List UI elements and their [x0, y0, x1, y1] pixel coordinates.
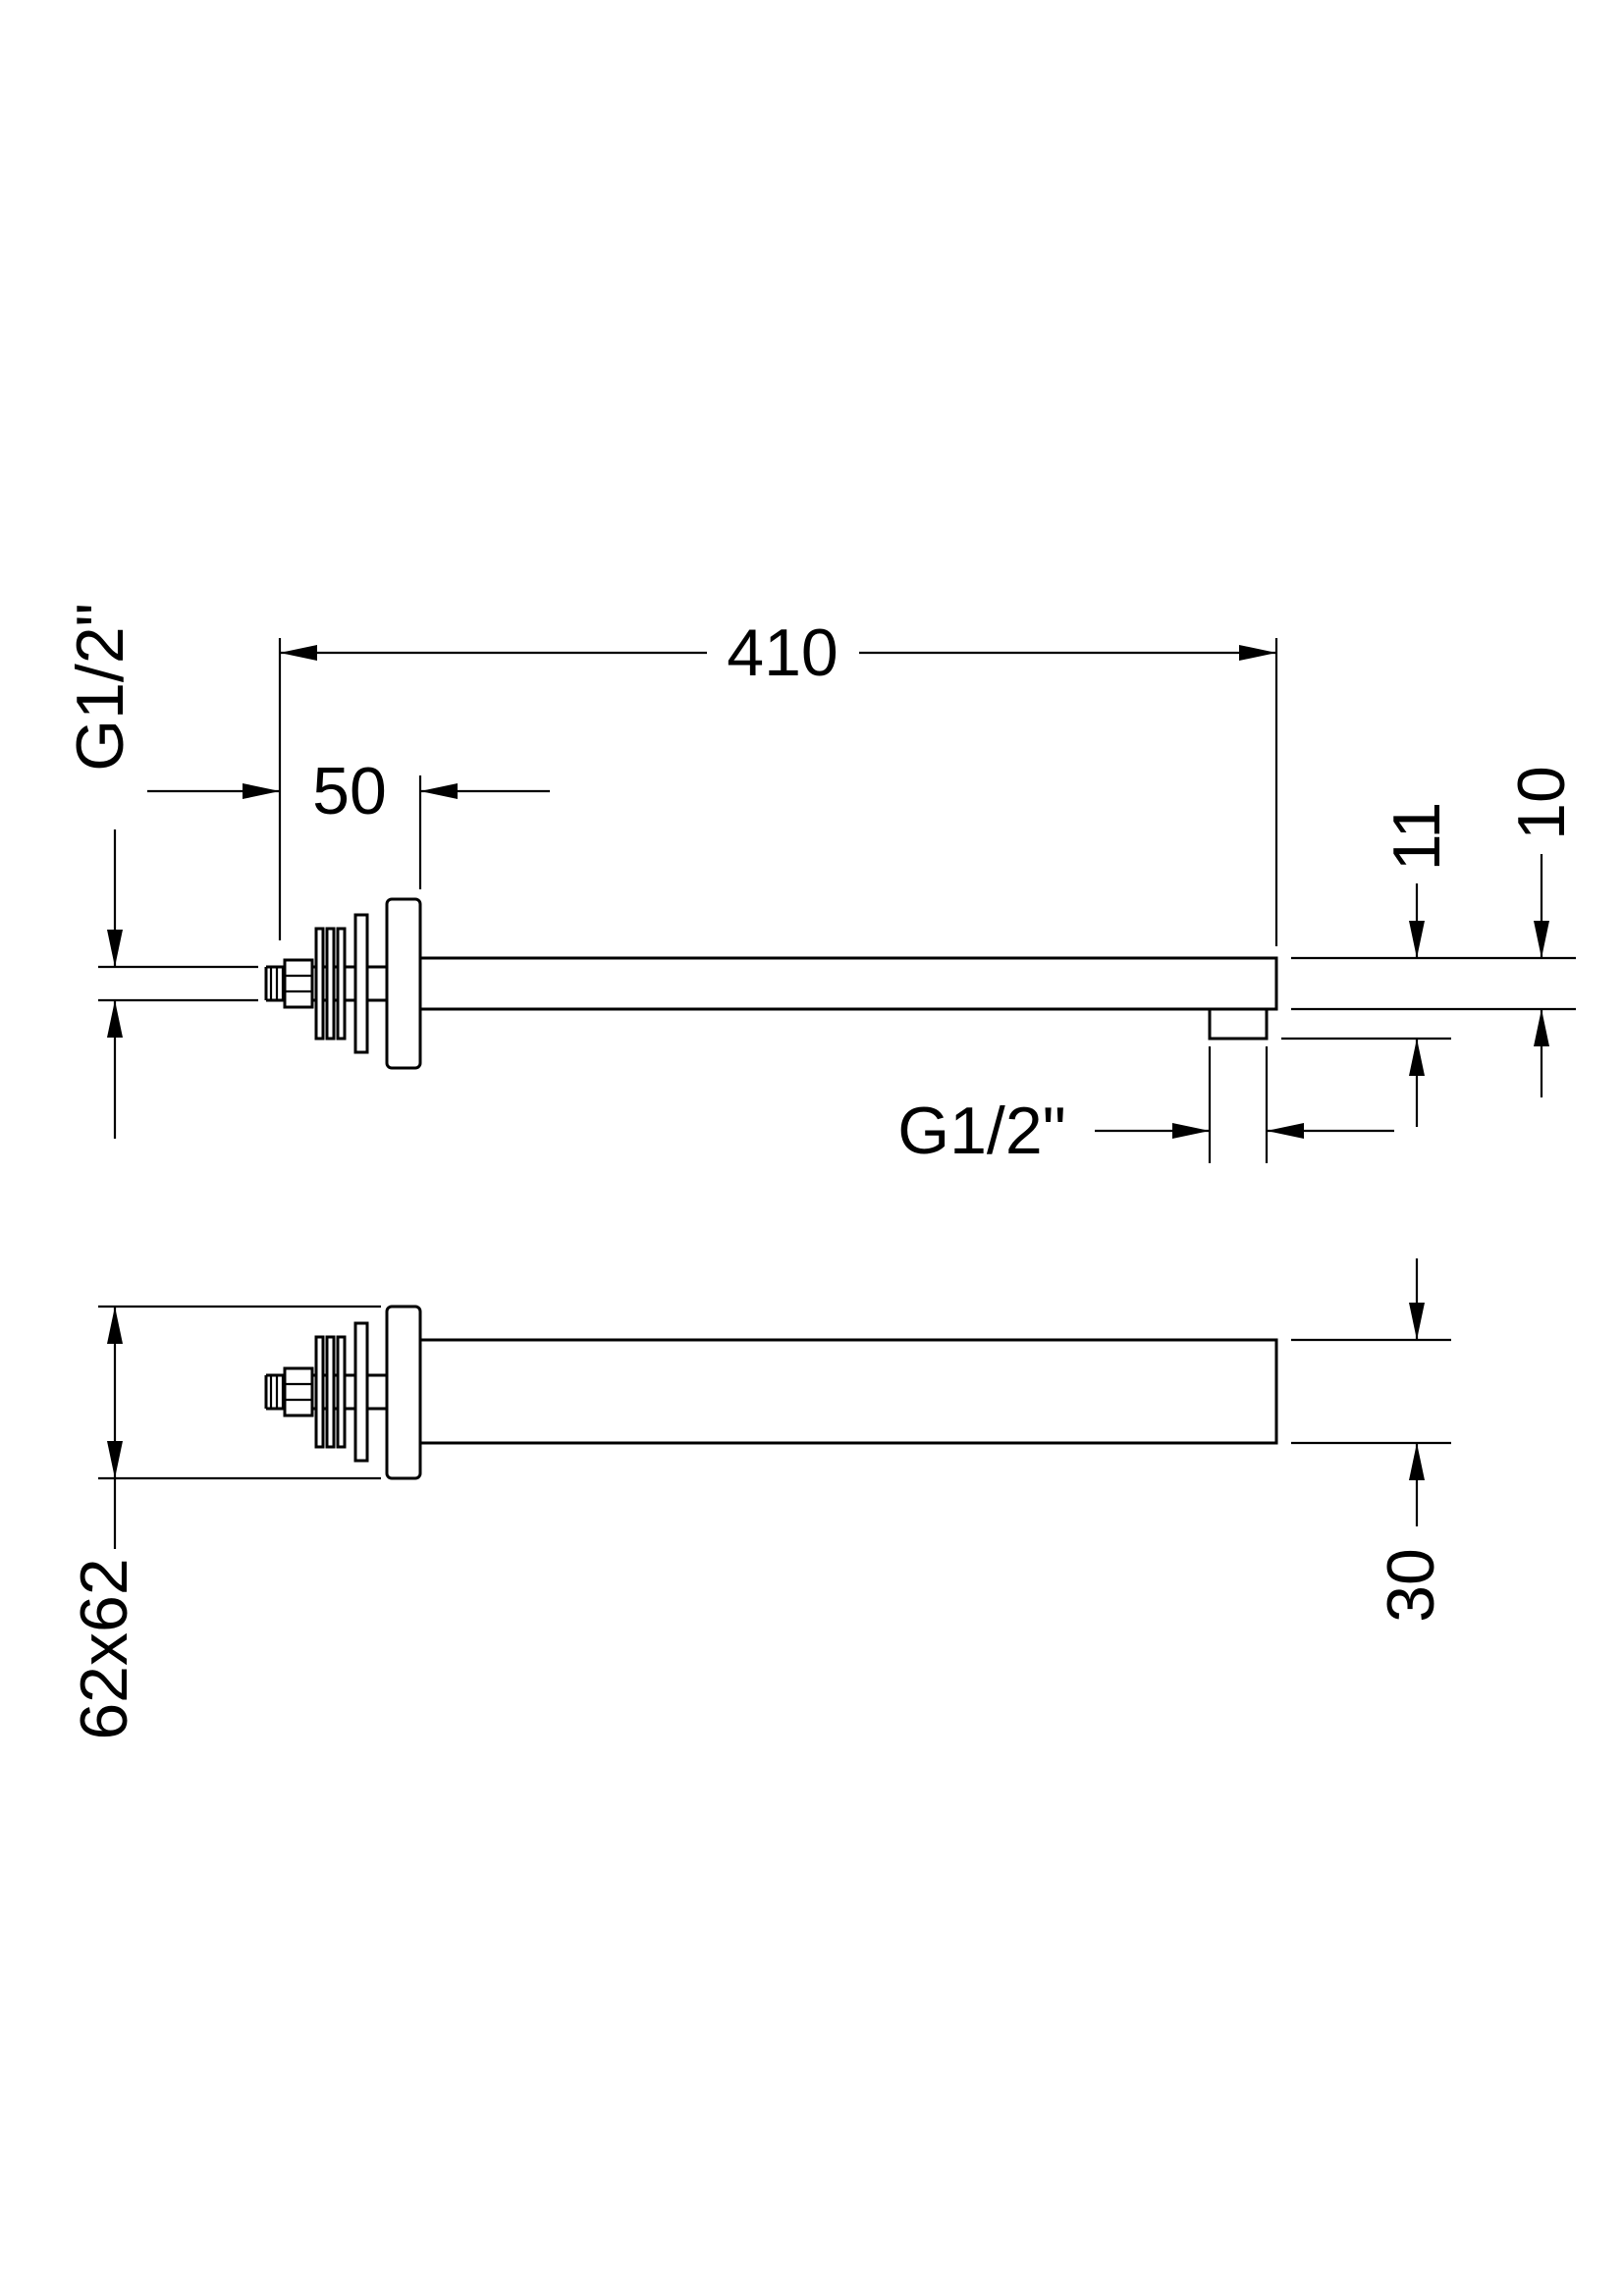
arrowhead [243, 783, 280, 799]
back-nut-plan [283, 1366, 314, 1417]
dim-label-end-height: 11 [1380, 802, 1454, 872]
arrowhead [1172, 1123, 1210, 1139]
dimension-50: 50 [147, 754, 550, 889]
dimension-30: 30 [1291, 1258, 1451, 1623]
dim-label-outlet-thread: G1/2" [897, 1094, 1066, 1168]
back-nut [283, 958, 314, 1009]
arrowhead [1409, 1303, 1425, 1340]
arrowhead [1409, 1039, 1425, 1076]
arrowhead [1267, 1123, 1304, 1139]
dimension-62x62: 62x62 [67, 1305, 381, 1740]
dimension-inlet-thread: G1/2" [63, 603, 258, 1139]
dim-label-wall-plate-size: 62x62 [67, 1558, 141, 1739]
dimension-11: 11 [1281, 802, 1454, 1127]
arrowhead [280, 645, 317, 661]
dimension-10: 10 [1291, 766, 1579, 1097]
dimension-outlet-thread: G1/2" [897, 1046, 1394, 1168]
arm-body-side [418, 956, 1278, 1011]
arm-body-plan [418, 1338, 1278, 1445]
arrowhead [1534, 1009, 1549, 1046]
arrowhead [1239, 645, 1276, 661]
washer-stack [314, 913, 369, 1054]
arrowhead [107, 1441, 123, 1478]
arrowhead [1534, 921, 1549, 958]
dim-label-arm-width: 30 [1374, 1548, 1448, 1623]
side-view: 410 50 G1/2" [63, 603, 1579, 1168]
plan-view: 62x62 30 [67, 1258, 1451, 1740]
dim-label-inlet-thread: G1/2" [63, 603, 137, 772]
arrowhead [107, 1307, 123, 1344]
outlet-nub [1208, 1007, 1269, 1041]
dimension-410: 410 [278, 615, 1278, 946]
arrowhead [1409, 921, 1425, 958]
arrowhead [1409, 1443, 1425, 1480]
dim-label-wall-fixing-depth: 50 [312, 754, 387, 828]
wall-flange-plate [385, 897, 422, 1070]
wall-flange-plate-plan [385, 1305, 422, 1480]
dim-label-arm-length: 410 [727, 615, 838, 690]
arrowhead [420, 783, 458, 799]
washer-stack-plan [314, 1321, 369, 1463]
dim-label-arm-thickness: 10 [1504, 766, 1579, 840]
arrowhead [107, 930, 123, 967]
arrowhead [107, 1000, 123, 1038]
